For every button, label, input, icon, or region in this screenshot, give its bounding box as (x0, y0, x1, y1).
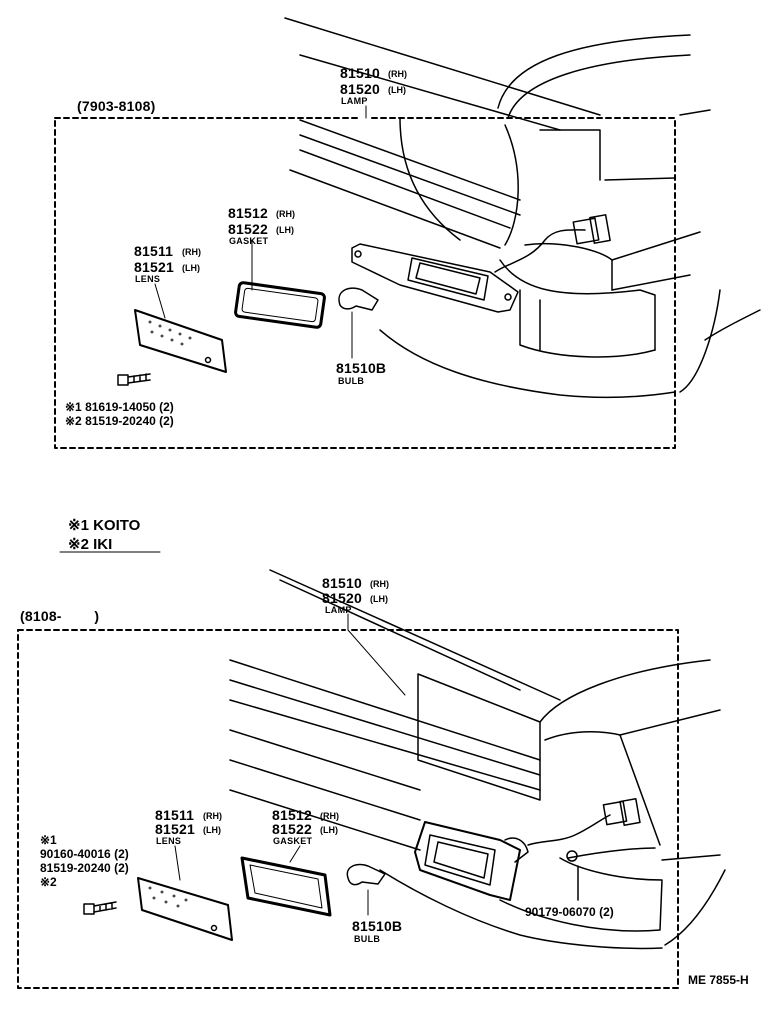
upper-lamp-pn-rh: 81510 (340, 65, 380, 81)
lower-screw-koito-mark: ※1 (40, 833, 57, 847)
lower-section-frame (17, 629, 679, 989)
lower-lens-lh: (LH) (203, 825, 221, 835)
upper-screw-iki: ※2 81519-20240 (2) (65, 414, 174, 428)
lower-gasket-pn-rh: 81512 (272, 807, 312, 823)
upper-screw (117, 373, 151, 386)
lower-bulb-name: BULB (354, 934, 381, 944)
lower-screw (83, 901, 117, 915)
lower-lamp-name: LAMP (325, 605, 352, 615)
upper-lens-pn-lh: 81521 (134, 259, 174, 275)
legend-iki: ※2 IKI (68, 536, 113, 553)
upper-lamp-rh: (RH) (388, 69, 407, 79)
lower-bulb (346, 863, 386, 886)
upper-lens-name: LENS (135, 274, 161, 284)
upper-leaders (154, 105, 367, 359)
lower-lamp-pn-rh: 81510 (322, 575, 362, 591)
upper-section-frame (54, 117, 676, 449)
upper-gasket-name: GASKET (229, 236, 269, 246)
upper-bulb-pn: 81510B (336, 360, 387, 376)
upper-bulb-name: BULB (338, 376, 365, 386)
upper-lens-pn-rh: 81511 (134, 243, 174, 259)
lower-nut-callout: 90179-06070 (2) (525, 905, 614, 919)
upper-lamp-name: LAMP (341, 96, 368, 106)
upper-gasket (234, 281, 326, 329)
lower-gasket-pn-lh: 81522 (272, 821, 312, 837)
lower-lens (137, 877, 233, 941)
lower-lens-name: LENS (156, 836, 182, 846)
upper-gasket-pn-lh: 81522 (228, 221, 268, 237)
upper-lamp-pn-lh: 81520 (340, 81, 380, 97)
lower-lamp-rh: (RH) (370, 579, 389, 589)
upper-lens-lh: (LH) (182, 263, 200, 273)
upper-gasket-rh: (RH) (276, 209, 295, 219)
lower-screw-iki-pn: 81519-20240 (2) (40, 861, 129, 875)
lower-gasket-lh: (LH) (320, 825, 338, 835)
lower-lamp-pn-lh: 81520 (322, 590, 362, 606)
diagram-code: ME 7855-H (688, 973, 749, 987)
upper-lens-rh: (RH) (182, 247, 201, 257)
upper-range-label: (7903-8108) (77, 98, 156, 114)
lower-leaders (174, 613, 406, 916)
upper-car-body (284, 17, 761, 399)
lower-lens-pn-lh: 81521 (155, 821, 195, 837)
lower-range-label: (8108- ) (20, 608, 100, 624)
lower-screw-iki-mark: ※2 (40, 875, 57, 889)
lower-lens-rh: (RH) (203, 811, 222, 821)
upper-gasket-pn-rh: 81512 (228, 205, 268, 221)
lower-lamp-housing (414, 798, 641, 901)
lower-gasket-rh: (RH) (320, 811, 339, 821)
lower-bulb-pn: 81510B (352, 918, 403, 934)
upper-screw-koito: ※1 81619-14050 (2) (65, 400, 174, 414)
lower-lamp-lh: (LH) (370, 594, 388, 604)
upper-lamp-lh: (LH) (388, 85, 406, 95)
lower-gasket (240, 856, 332, 917)
upper-gasket-lh: (LH) (276, 225, 294, 235)
upper-lens (134, 309, 227, 373)
upper-bulb (338, 287, 379, 311)
lower-screw-koito-pn: 90160-40016 (2) (40, 847, 129, 861)
legend-koito: ※1 KOITO (68, 517, 141, 534)
lower-lens-pn-rh: 81511 (155, 807, 195, 823)
lower-car-body (229, 569, 726, 950)
upper-lamp-housing (351, 214, 611, 313)
lower-gasket-name: GASKET (273, 836, 313, 846)
